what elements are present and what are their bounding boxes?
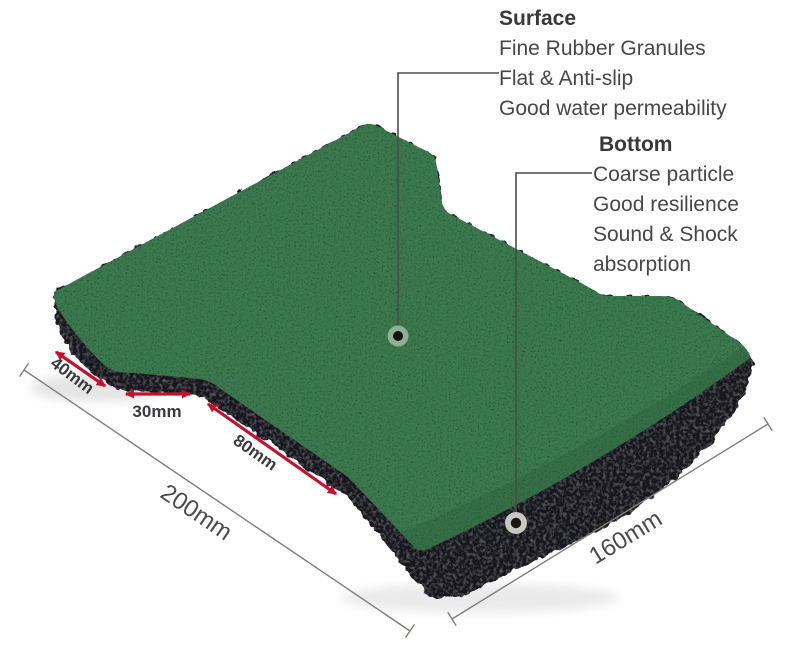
bottom-title: Bottom — [599, 133, 673, 156]
bottom-hole — [505, 512, 527, 534]
surface-feature-2: Flat & Anti-slip — [499, 67, 634, 90]
surface-leader-line — [397, 72, 499, 336]
arrow-40mm — [54, 350, 107, 388]
dimension-line-160mm — [447, 416, 773, 627]
bottom-feature-1: Coarse particle — [593, 163, 735, 186]
arrow-80mm — [206, 402, 338, 496]
bottom-annotation: Bottom Coarse particle Good resilience S… — [593, 130, 739, 280]
bottom-feature-4: absorption — [593, 253, 692, 276]
dimension-line-200mm — [18, 363, 416, 638]
surface-title: Surface — [499, 7, 577, 30]
tile-shadow-front — [340, 583, 620, 613]
surface-hole — [387, 325, 409, 347]
bottom-feature-3: Sound & Shock — [593, 223, 738, 246]
bottom-feature-2: Good resilience — [593, 193, 739, 216]
surface-annotation: Surface Fine Rubber Granules Flat & Anti… — [499, 4, 727, 124]
bottom-leader-line — [515, 172, 592, 523]
surface-feature-3: Good water permeability — [499, 97, 727, 120]
surface-feature-1: Fine Rubber Granules — [499, 37, 706, 60]
label-30mm: 30mm — [132, 402, 182, 421]
tile-front-edge-shading — [400, 343, 750, 551]
